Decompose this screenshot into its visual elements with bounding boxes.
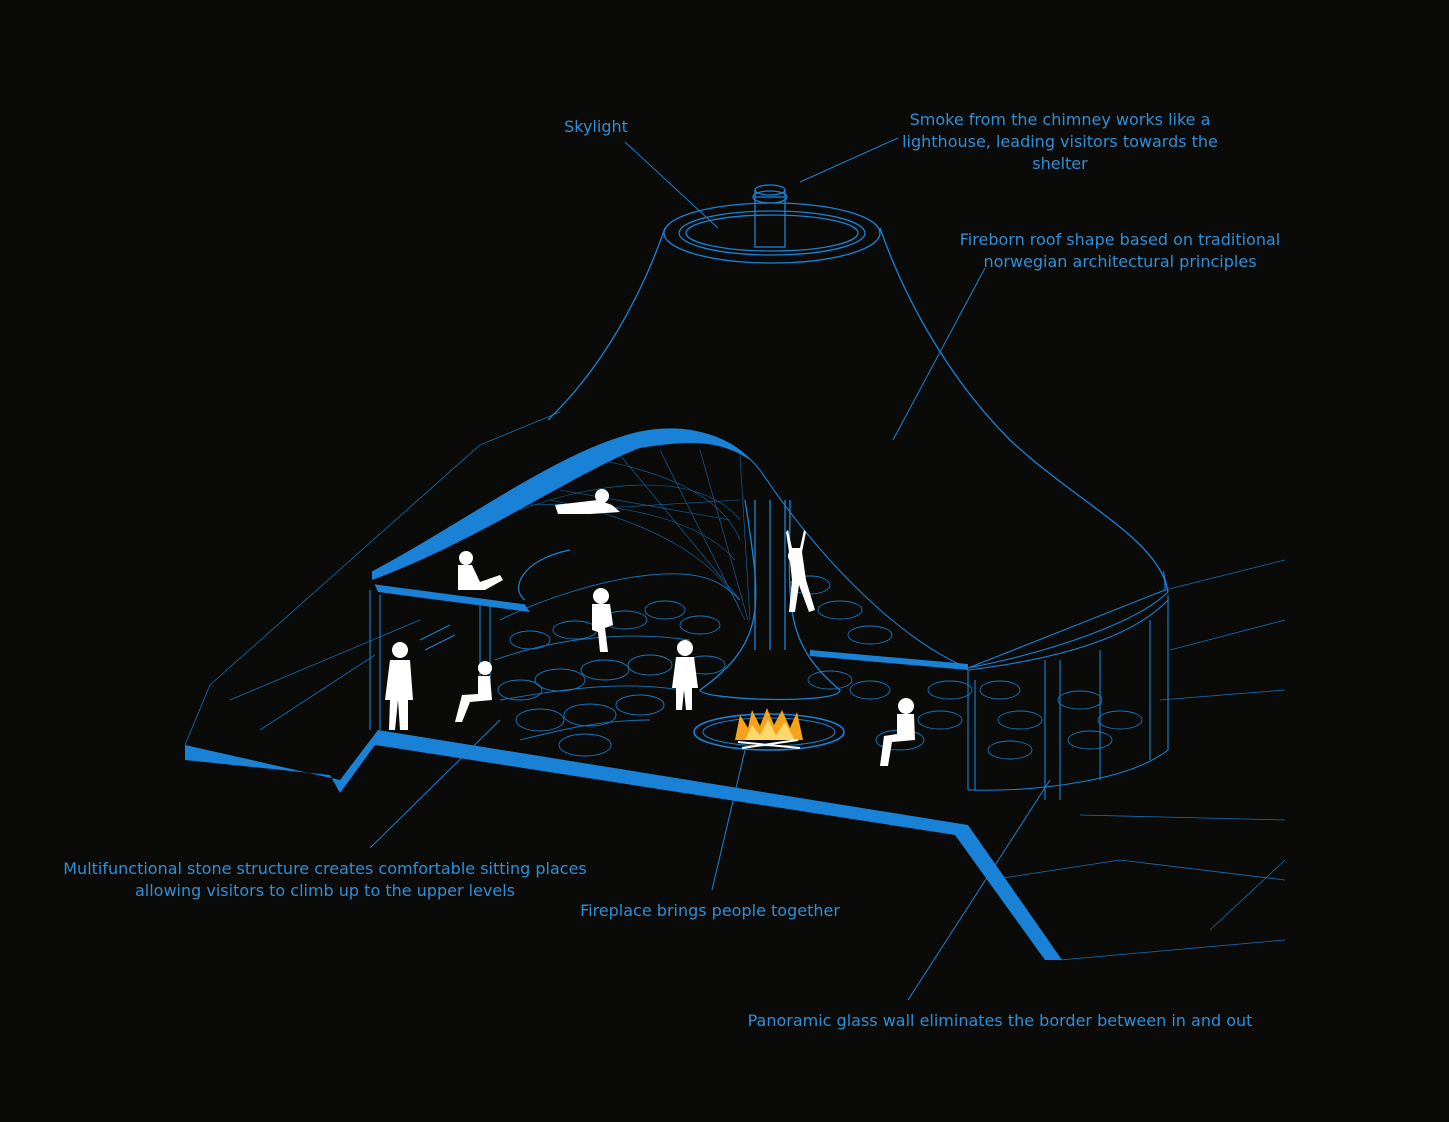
roof-label: Fireborn roof shape based on traditional… (955, 229, 1285, 273)
smoke-label: Smoke from the chimney works like a ligh… (900, 109, 1220, 175)
glass-wall (968, 595, 1168, 800)
fireplace (694, 708, 844, 750)
standing-person-center-icon (672, 640, 698, 710)
upper-beam (375, 585, 530, 612)
floor-section (185, 730, 1062, 960)
stone-structure-label: Multifunctional stone structure creates … (60, 858, 590, 902)
left-wall (370, 590, 490, 730)
seated-person-center-icon (592, 588, 613, 652)
seated-person-icon (455, 661, 492, 722)
fireplace-label: Fireplace brings people together (560, 900, 860, 922)
central-funnel (700, 500, 840, 699)
lying-person-icon (555, 489, 620, 514)
standing-person-icon (385, 642, 413, 730)
glass-wall-label: Panoramic glass wall eliminates the bord… (735, 1010, 1265, 1032)
skylight-label: Skylight (536, 116, 656, 138)
climbing-person-icon (786, 530, 815, 612)
reclining-person-icon (458, 551, 503, 590)
